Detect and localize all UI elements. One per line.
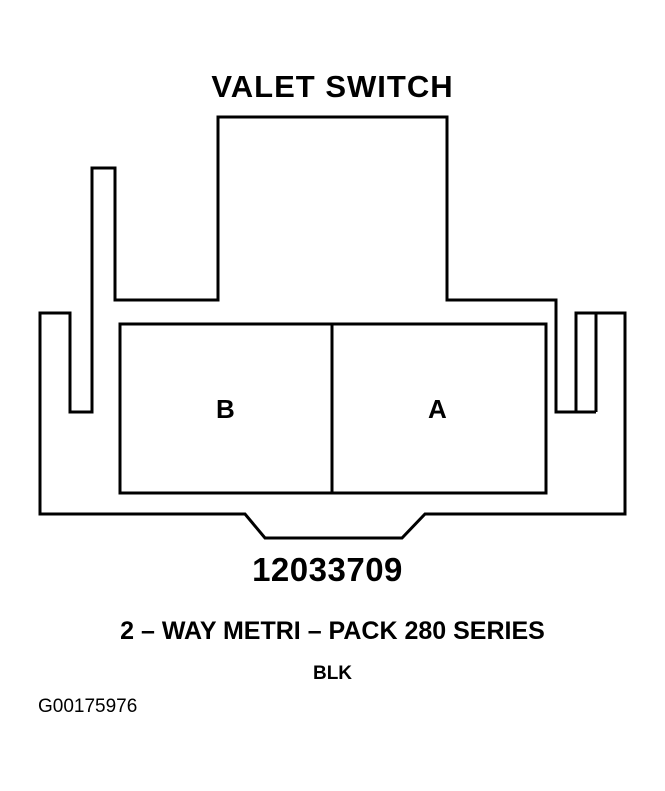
diagram-title: VALET SWITCH <box>211 69 454 104</box>
right-latch-arm <box>576 311 598 414</box>
pin-label-b: B <box>216 394 235 424</box>
left-latch-arm <box>90 168 128 302</box>
part-number: 12033709 <box>252 551 403 588</box>
connector-description: 2 – WAY METRI – PACK 280 SERIES <box>120 617 545 645</box>
connector-color: BLK <box>312 663 353 684</box>
pin-label-a: A <box>428 394 447 424</box>
figure-id: G00175976 <box>38 696 138 717</box>
